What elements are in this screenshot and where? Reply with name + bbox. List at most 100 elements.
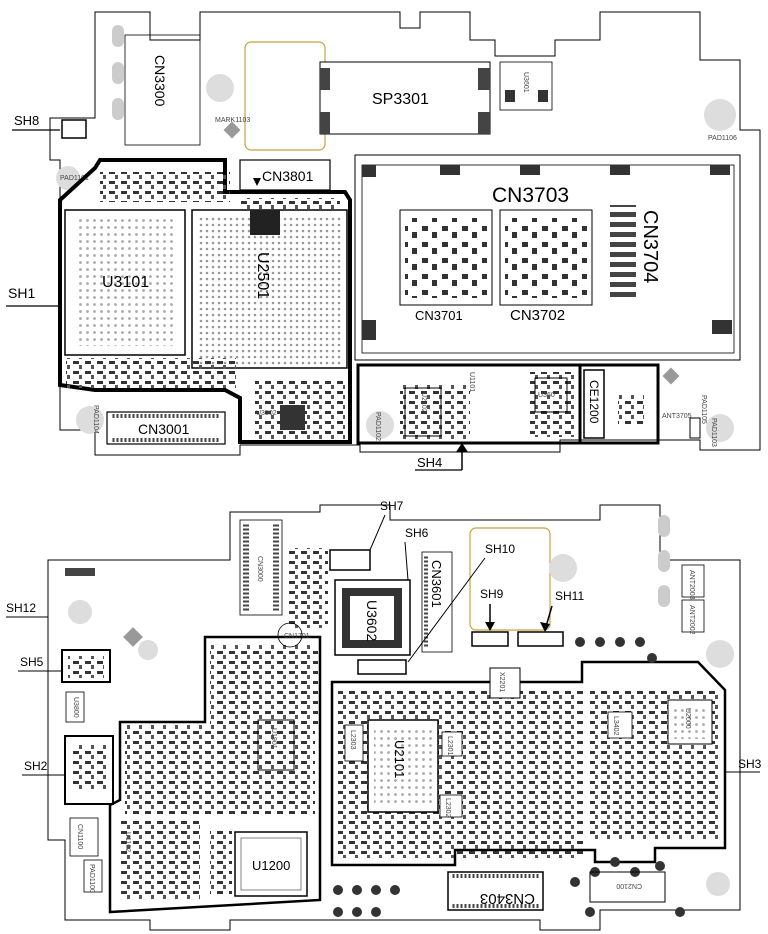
pad-round [706, 640, 734, 668]
sh12-label: SH12 [6, 601, 36, 615]
sh6-label: SH6 [405, 526, 429, 540]
component-cluster [288, 548, 328, 628]
sh5-label: SH5 [20, 655, 44, 669]
cn3703-pad [712, 320, 732, 334]
cn3001-pins [112, 438, 220, 442]
cn3703-pad [362, 320, 376, 340]
sh2-label: SH2 [24, 759, 48, 773]
sh2-shield-left [64, 735, 114, 805]
sh5-shield [61, 649, 111, 683]
l3402-outline [607, 711, 633, 739]
u3800-label: U3800 [72, 697, 79, 718]
u3601-pad [505, 90, 515, 102]
gold-frame-top [244, 41, 326, 151]
cn3601-label: CN3601 [429, 560, 444, 608]
sh11-label: SH11 [555, 589, 584, 603]
pad-round [706, 872, 730, 896]
sp3301-pad [478, 68, 490, 90]
u1102-label: U1102 [124, 832, 131, 852]
sh11-shield [517, 631, 564, 647]
top-board-outline [49, 11, 761, 456]
l2303-outline [344, 724, 364, 762]
pad1103-label: PAD1103 [710, 418, 717, 447]
sh7-label: SH7 [380, 499, 404, 513]
sp3301-outline [319, 61, 491, 135]
sh2-shield [108, 635, 322, 914]
u1901-outline [257, 719, 295, 771]
component-cluster [72, 745, 106, 791]
component-cluster [120, 820, 200, 900]
sh4-shield [356, 363, 660, 445]
pad1102-label: PAD1102 [374, 412, 381, 441]
u360-label: U360 [538, 392, 555, 399]
cn3000-pins [243, 524, 249, 612]
slot [112, 98, 124, 120]
slot [658, 585, 670, 607]
sp3301-pad [478, 112, 490, 134]
slot [658, 515, 670, 537]
u2501-ballgrid [198, 215, 341, 365]
cn3000-outline [239, 519, 283, 616]
cn3701-outline [399, 209, 493, 306]
u1901-label: U1901 [270, 728, 277, 749]
sh1-shield [58, 158, 352, 444]
cn3300-label: CN3300 [152, 55, 168, 107]
cn3801-label: CN3801 [262, 168, 314, 184]
sh9-arrow [485, 622, 495, 631]
cn3000-pins [273, 524, 279, 612]
cn3001-outline [106, 411, 226, 445]
pad-round [206, 74, 234, 102]
cn3703-region [354, 154, 741, 361]
u3601-outline [499, 61, 553, 111]
sh10-label: SH10 [485, 542, 515, 556]
cn3403-outline [447, 871, 544, 911]
cn3703-inner [361, 164, 735, 354]
cn3403-pins [452, 874, 539, 878]
component-cluster [530, 372, 575, 437]
ce1200-outline [583, 369, 605, 439]
cn3701-pads [405, 218, 487, 298]
ant2003-outline [681, 564, 705, 598]
component-cluster [400, 385, 470, 440]
u2101-label: U2101 [392, 740, 407, 778]
cn3001-pins [112, 414, 220, 418]
cn1701-ring [138, 640, 158, 660]
l2301-label: L2301 [446, 736, 453, 756]
x2201-label: X2201 [498, 672, 505, 692]
sh6-leader [404, 541, 409, 581]
x2201-outline [489, 667, 521, 699]
pad-round [706, 414, 734, 442]
pad-round [366, 411, 394, 439]
cn3403-pins [452, 904, 539, 908]
ce1200-label: CE1200 [587, 380, 601, 424]
sh3-shield [330, 660, 727, 867]
slot [112, 25, 124, 47]
top-board: CN3300 MARK1103 SP3301 U3601 PAD1106 PAD… [6, 11, 761, 471]
u2102-outline [404, 387, 442, 437]
cn1100-label: CN1100 [76, 824, 83, 849]
l2302-label: L2302 [444, 798, 451, 818]
u3602-body [350, 596, 394, 640]
component-cluster [210, 645, 318, 725]
cn3001-label: CN3001 [138, 421, 190, 437]
sh7-shield [329, 549, 371, 571]
cn3703-pad [362, 165, 376, 177]
pad-round [56, 166, 80, 190]
cn3000-label: CN3000 [256, 556, 263, 582]
u360-outline [534, 377, 568, 413]
u1101-label: U1101 [468, 372, 475, 392]
sh9-label: SH9 [480, 587, 504, 601]
component-cluster [240, 198, 340, 210]
ant-outline [689, 417, 701, 439]
pad1101-label: PAD1101 [60, 175, 89, 182]
pad-row-top [575, 637, 657, 663]
mark1103-label: MARK1103 [215, 117, 250, 124]
l2303-label: L2303 [349, 730, 356, 750]
u2101-ballgrid [374, 726, 432, 806]
cn1701-circle [277, 622, 303, 648]
u2000-ballgrid [673, 705, 707, 739]
sp3301-label: SP3301 [372, 91, 429, 108]
cn1701-label: CN1701 [284, 633, 310, 640]
slot [658, 550, 670, 572]
